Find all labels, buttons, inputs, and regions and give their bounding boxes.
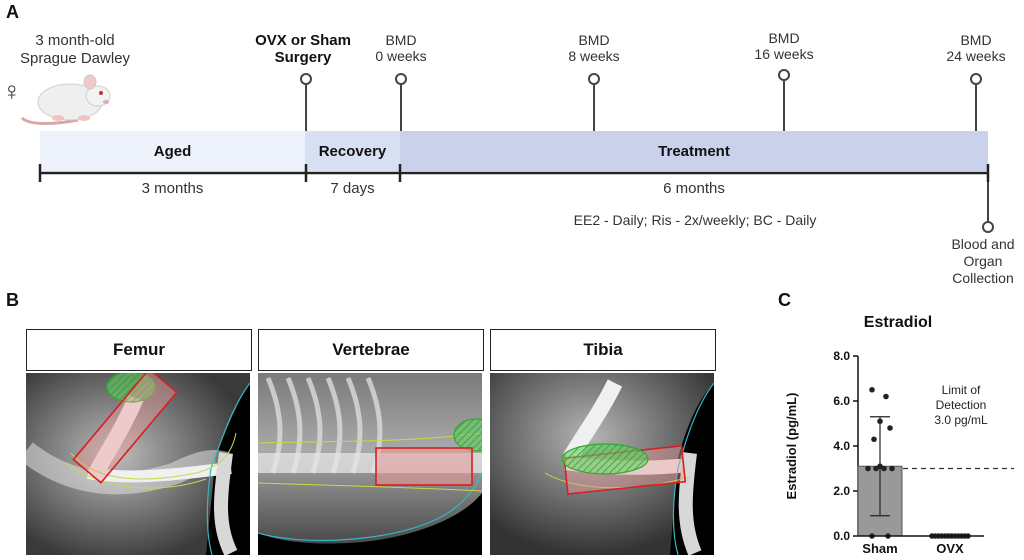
xray-vertebrae: [258, 373, 482, 555]
pin-end-icon: [982, 221, 994, 233]
bmd-marker-16-line2: 16 weeks: [754, 46, 814, 62]
y-tick-label: 6.0: [833, 394, 850, 408]
pin-bmd0-icon: [395, 73, 407, 85]
bmd-marker-0-line1: BMD: [385, 32, 417, 48]
pin-surgery-icon: [300, 73, 312, 85]
pin-bmd8-icon: [588, 73, 600, 85]
end-label: Blood and Organ Collection: [942, 236, 1024, 287]
bmd-marker-8: BMD 8 weeks: [554, 32, 634, 64]
treatment-note: EE2 - Daily; Ris - 2x/weekly; BC - Daily: [573, 212, 817, 228]
y-tick-label: 0.0: [833, 529, 850, 543]
pin-bmd24-icon: [970, 73, 982, 85]
duration-recovery: 7 days: [330, 180, 375, 197]
lod-label-line3: 3.0 pg/mL: [934, 413, 988, 427]
xray-femur: [26, 373, 250, 555]
phase-treatment: Treatment: [400, 131, 988, 171]
surgery-label-line1: OVX or Sham: [255, 32, 351, 49]
data-point: [877, 418, 883, 425]
y-tick-label: 8.0: [833, 349, 850, 363]
phase-treatment-label: Treatment: [658, 142, 730, 160]
duration-treatment: 6 months: [663, 180, 725, 197]
animal-label-line2: Sprague Dawley: [19, 50, 131, 67]
x-axis: Sham OVX: [858, 535, 984, 556]
phase-recovery: Recovery: [305, 131, 400, 171]
timeline-graphic: [38, 69, 994, 233]
animal-label-line1: 3 month-old: [35, 32, 115, 49]
bmd-marker-8-line1: BMD: [578, 32, 610, 48]
data-point: [873, 465, 879, 472]
xray-tibia-graphic: [490, 373, 714, 555]
panel-c-letter: C: [778, 290, 791, 310]
chart-title: Estradiol: [863, 314, 933, 331]
bmd-marker-0: BMD 0 weeks: [361, 32, 441, 64]
end-label-line3: Collection: [952, 270, 1014, 286]
bmd-marker-0-line2: 0 weeks: [375, 48, 427, 64]
x-tick-label-sham: Sham: [862, 541, 897, 556]
y-axis: 0.0 2.0 4.0 6.0 8.0: [833, 349, 859, 543]
y-axis-label: Estradiol (pg/mL): [784, 393, 799, 500]
female-symbol-icon: ♀: [2, 76, 22, 106]
bmd-marker-16: BMD 16 weeks: [742, 30, 826, 62]
data-point: [881, 465, 887, 472]
bmd-marker-24: BMD 24 weeks: [934, 32, 1018, 64]
end-label-line2: Organ: [963, 253, 1003, 269]
x-tick-label-ovx: OVX: [936, 541, 964, 556]
data-point: [865, 465, 871, 472]
surgery-label: OVX or Sham Surgery: [248, 32, 358, 66]
estradiol-chart: Estradiol (pg/mL) 0.0 2.0 4.0 6.0 8.0 Limit …: [784, 349, 1014, 556]
data-point: [871, 436, 877, 443]
bmd-marker-8-line2: 8 weeks: [568, 48, 620, 64]
xray-tibia: [490, 373, 714, 555]
end-label-line1: Blood and: [951, 236, 1015, 252]
phase-aged: Aged: [40, 131, 305, 171]
data-point: [887, 425, 893, 431]
duration-aged: 3 months: [141, 180, 204, 197]
y-tick-label: 2.0: [833, 484, 850, 498]
bmd-marker-24-line1: BMD: [960, 32, 992, 48]
data-point: [883, 393, 889, 400]
animal-label: 3 month-old Sprague Dawley: [0, 32, 150, 68]
image-title-vertebrae: Vertebrae: [258, 329, 484, 371]
data-point: [889, 465, 895, 472]
rat-icon: [20, 74, 111, 125]
y-tick-label: 4.0: [833, 439, 850, 453]
xray-femur-graphic: [26, 373, 250, 555]
xray-vertebrae-graphic: [258, 373, 482, 544]
image-title-femur: Femur: [26, 329, 252, 371]
pin-bmd16-icon: [778, 69, 790, 81]
panel-a-letter: A: [6, 2, 19, 22]
phase-aged-label: Aged: [153, 142, 192, 160]
panel-b-letter: B: [6, 290, 19, 310]
lod-label-line2: Detection: [936, 398, 987, 412]
image-title-tibia: Tibia: [490, 329, 716, 371]
data-point: [869, 386, 875, 393]
bmd-marker-16-line1: BMD: [768, 30, 800, 46]
bmd-marker-24-line2: 24 weeks: [946, 48, 1006, 64]
surgery-label-line2: Surgery: [274, 49, 332, 66]
phase-recovery-label: Recovery: [318, 142, 387, 160]
lod-label-line1: Limit of: [942, 383, 981, 397]
